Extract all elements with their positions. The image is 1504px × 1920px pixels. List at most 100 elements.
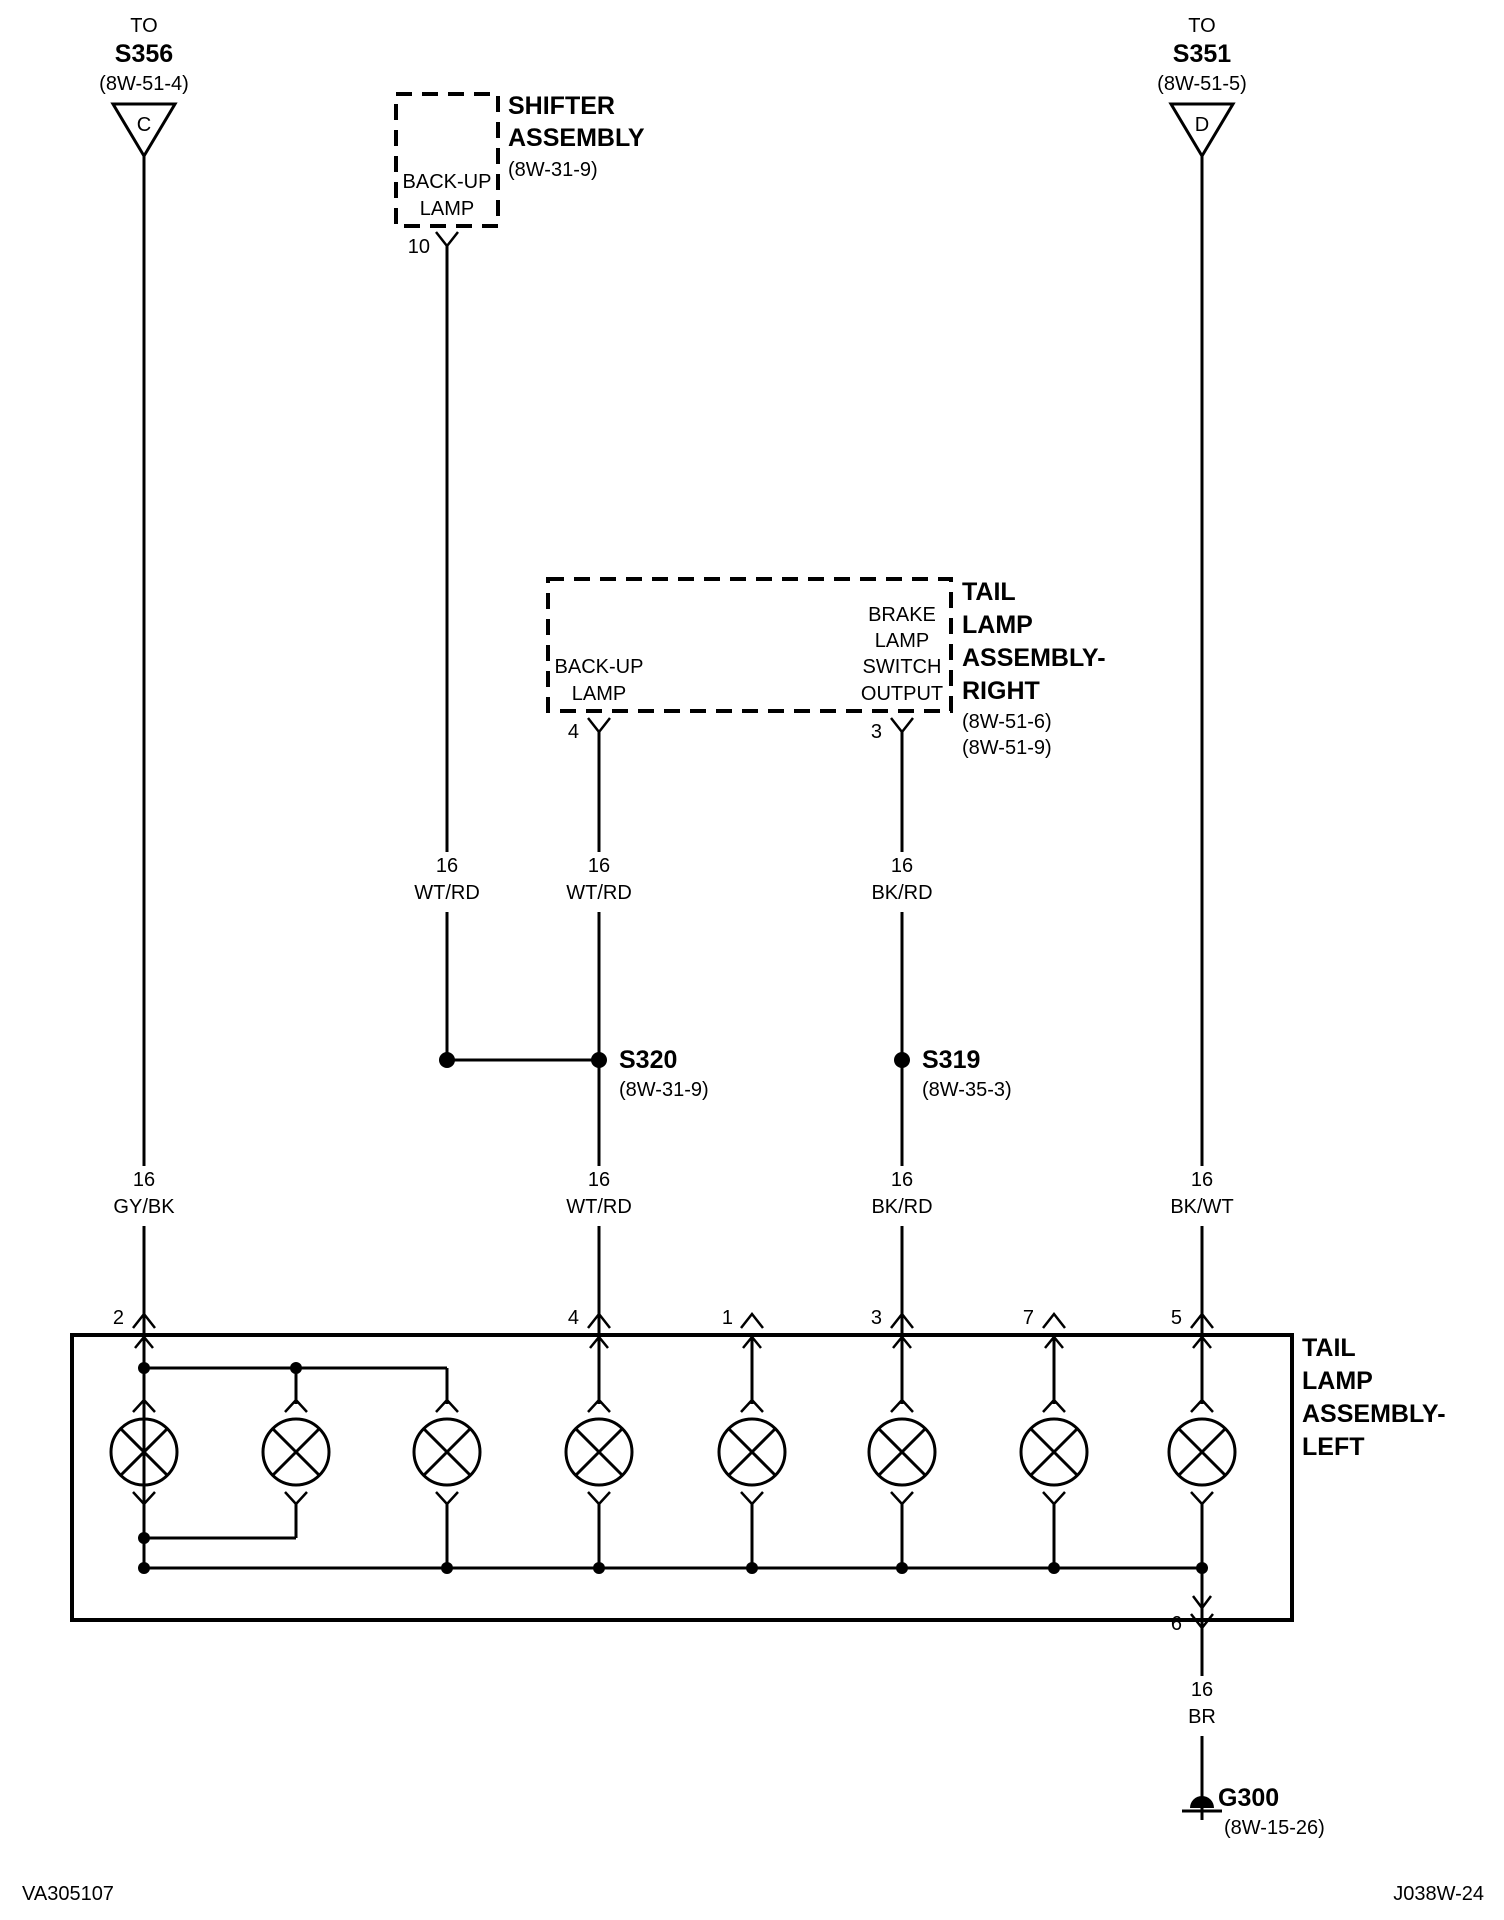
- feed-5-arrow: [1192, 1335, 1212, 1349]
- tail-right-title-2: LAMP: [962, 611, 1033, 639]
- connector-d-to: TO: [1188, 15, 1215, 37]
- junction-shifter: [439, 1052, 455, 1068]
- shifter-title-1: SHIFTER: [508, 92, 615, 120]
- connector-c-letter: C: [137, 114, 151, 136]
- tail-right-title-3: ASSEMBLY-: [962, 644, 1106, 672]
- shifter-box: [394, 92, 500, 228]
- splice-s320-ref: (8W-31-9): [619, 1079, 709, 1101]
- connector-c-ref: (8W-51-4): [99, 73, 189, 95]
- wire-right-backup-gauge: 16: [588, 855, 610, 877]
- wire-right-backup-color: WT/RD: [566, 882, 632, 904]
- connector-c-triangle: [110, 102, 178, 159]
- lamp-6: [867, 1398, 937, 1506]
- ground-symbol: [1190, 1796, 1214, 1808]
- lamp-4: [564, 1398, 634, 1506]
- wire-left-backup-gauge: 16: [588, 1169, 610, 1191]
- connector-c: TO S356 (8W-51-4) C: [99, 15, 189, 159]
- tail-right-box: [546, 577, 953, 713]
- tail-right-circuit-a-1: BACK-UP: [555, 656, 644, 678]
- footer-left-code: VA305107: [22, 1883, 114, 1905]
- wire-right-brake-color: BK/RD: [871, 882, 932, 904]
- splice-s319-ref: (8W-35-3): [922, 1079, 1012, 1101]
- wire-right-brake-gauge: 16: [891, 855, 913, 877]
- tail-right-pin-b-mark: [890, 717, 914, 735]
- pin-1-mark: [740, 1311, 764, 1329]
- tail-right-pin-b: 3: [871, 721, 882, 743]
- feed-7-arrow: [1044, 1335, 1064, 1349]
- tail-left-ground-pin: 6: [1171, 1613, 1182, 1635]
- tail-lamp-right: TAIL LAMP ASSEMBLY- RIGHT (8W-51-6) (8W-…: [546, 577, 1106, 759]
- pin-7-mark: [1042, 1311, 1066, 1329]
- lamp-7: [1019, 1398, 1089, 1506]
- wire-left-d-gauge: 16: [1191, 1169, 1213, 1191]
- ground-g300: G300 (8W-15-26): [1182, 1784, 1325, 1839]
- ground-name: G300: [1218, 1784, 1279, 1812]
- tail-left-pin-7: 7: [1023, 1307, 1034, 1329]
- wire-left-c-color: GY/BK: [113, 1196, 175, 1218]
- shifter-circuit-2: LAMP: [420, 198, 474, 220]
- wire-left-backup-color: WT/RD: [566, 1196, 632, 1218]
- connector-c-splice: S356: [115, 40, 173, 68]
- tail-left-lamps: [109, 1398, 1237, 1506]
- wire-ground-gauge: 16: [1191, 1679, 1213, 1701]
- splice-s320-name: S320: [619, 1046, 677, 1074]
- pin-2-mark: [132, 1311, 156, 1329]
- ground-ref: (8W-15-26): [1224, 1817, 1325, 1839]
- label-bg-left-brake: [873, 1166, 931, 1226]
- shifter-pin: 10: [408, 236, 430, 258]
- tail-left-title-1: TAIL: [1302, 1334, 1356, 1362]
- feed-2-node-a: [138, 1362, 150, 1374]
- shifter-pin-mark: [435, 231, 459, 249]
- tail-lamp-left: TAIL LAMP ASSEMBLY- LEFT 2 4 1 3 7 5: [70, 1307, 1446, 1635]
- feed-2-node-b: [290, 1362, 302, 1374]
- tail-left-title-3: ASSEMBLY-: [1302, 1400, 1446, 1428]
- footer-right-code: J038W-24: [1393, 1883, 1484, 1905]
- connector-d-splice: S351: [1173, 40, 1231, 68]
- connector-d-ref: (8W-51-5): [1157, 73, 1247, 95]
- tail-left-title-4: LEFT: [1302, 1433, 1365, 1461]
- wire-labels: 16 WT/RD 16 WT/RD 16 BK/RD 16 GY/BK 16 W…: [112, 852, 1234, 1736]
- pin-3-mark: [890, 1311, 914, 1329]
- tail-right-circuit-b-2: LAMP: [875, 630, 929, 652]
- feed-1-arrow: [742, 1335, 762, 1349]
- wire-shifter-color: WT/RD: [414, 882, 480, 904]
- shifter-ref: (8W-31-9): [508, 159, 598, 181]
- wire-shifter-gauge: 16: [436, 855, 458, 877]
- tail-right-ref-1: (8W-51-6): [962, 711, 1052, 733]
- tail-left-box: [70, 1333, 1294, 1622]
- tail-right-pin-a-mark: [587, 717, 611, 735]
- tail-left-title-2: LAMP: [1302, 1367, 1373, 1395]
- connector-d-letter: D: [1195, 114, 1209, 136]
- wire-left-d-color: BK/WT: [1170, 1196, 1233, 1218]
- tail-right-circuit-b-1: BRAKE: [868, 604, 936, 626]
- wire-left-brake-color: BK/RD: [871, 1196, 932, 1218]
- tail-right-circuit-b-4: OUTPUT: [861, 683, 943, 705]
- ground-pin-mark: [1190, 1613, 1214, 1631]
- tail-left-pin-1: 1: [722, 1307, 733, 1329]
- wire-left-brake-gauge: 16: [891, 1169, 913, 1191]
- tail-right-title-1: TAIL: [962, 578, 1016, 606]
- lamp-3: [412, 1398, 482, 1506]
- label-bg-left-c: [112, 1166, 176, 1226]
- feed-3-arrow: [892, 1335, 912, 1349]
- lamp-5: [717, 1398, 787, 1506]
- feed-4-arrow: [589, 1335, 609, 1349]
- label-bg-left-d: [1170, 1166, 1234, 1226]
- splices: S320 (8W-31-9) S319 (8W-35-3): [439, 1046, 1012, 1101]
- shifter-title-2: ASSEMBLY: [508, 124, 645, 152]
- tail-left-pins: 2 4 1 3 7 5: [113, 1307, 1214, 1329]
- tail-left-pin-5: 5: [1171, 1307, 1182, 1329]
- shifter-circuit-1: BACK-UP: [403, 171, 492, 193]
- shifter-assembly: SHIFTER ASSEMBLY (8W-31-9) BACK-UP LAMP …: [394, 92, 645, 258]
- tail-right-circuit-b-3: SWITCH: [863, 656, 942, 678]
- tail-right-circuit-a-2: LAMP: [572, 683, 626, 705]
- tail-left-pin-3: 3: [871, 1307, 882, 1329]
- label-bg-right-brake: [873, 852, 931, 912]
- lamp-2: [261, 1398, 331, 1506]
- connector-c-to: TO: [130, 15, 157, 37]
- lamp-1: [109, 1398, 179, 1506]
- tail-right-pin-a: 4: [568, 721, 579, 743]
- splice-s320-dot: [591, 1052, 607, 1068]
- splice-s319-name: S319: [922, 1046, 980, 1074]
- splice-s319-dot: [894, 1052, 910, 1068]
